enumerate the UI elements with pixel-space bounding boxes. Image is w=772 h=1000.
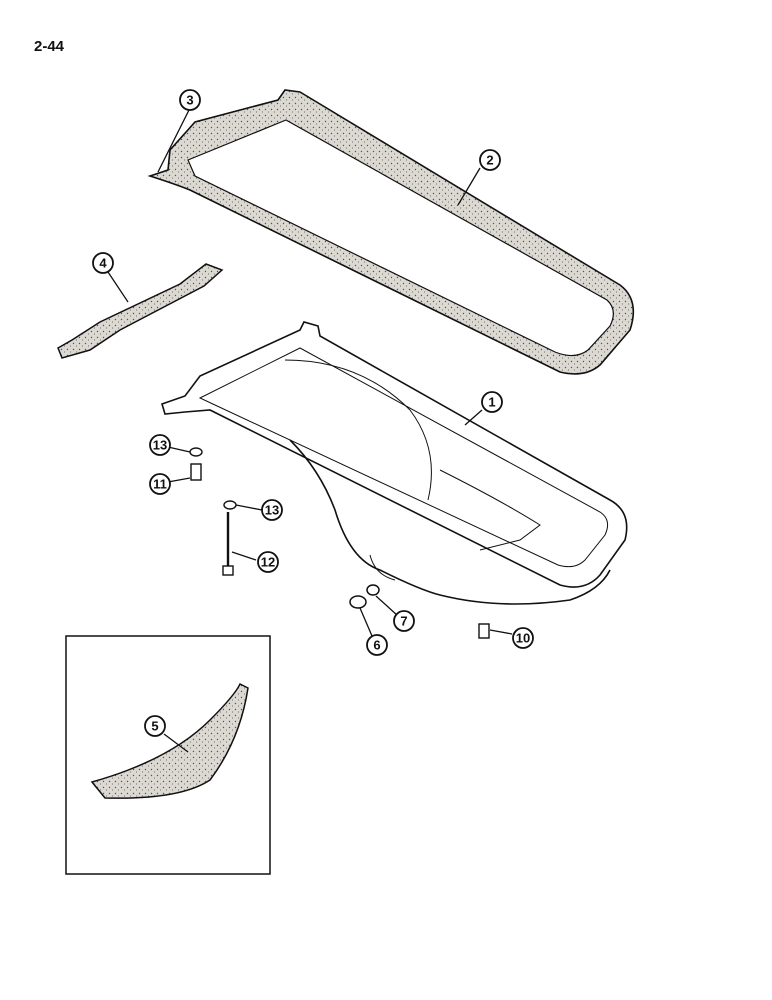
rear-seal [90, 682, 249, 799]
callout-5: 5 [144, 715, 166, 737]
drain-plug-6 [349, 595, 367, 609]
svg-text:4: 4 [99, 256, 107, 271]
svg-text:13: 13 [153, 438, 167, 453]
inset-frame [65, 635, 271, 875]
svg-text:10: 10 [516, 631, 530, 646]
leader-4 [107, 271, 129, 303]
callout-10: 10 [512, 627, 534, 649]
leader-2 [457, 167, 481, 206]
svg-text:1: 1 [488, 395, 495, 410]
page-number: 2-44 [34, 38, 65, 55]
end-seal-strip [57, 263, 224, 359]
oil-pan [161, 321, 628, 605]
leader-13a [167, 446, 191, 453]
svg-text:12: 12 [261, 555, 275, 570]
svg-text:11: 11 [153, 477, 167, 492]
leader-1 [464, 409, 483, 426]
svg-text:2: 2 [486, 153, 493, 168]
leader-7 [375, 595, 399, 617]
callout-11: 11 [149, 473, 171, 495]
callout-6: 6 [366, 634, 388, 656]
callout-13b: 13 [261, 499, 283, 521]
drain-washer-7 [366, 584, 380, 596]
washer-13-upper [189, 447, 203, 457]
leader-5 [163, 733, 189, 753]
callout-12: 12 [257, 551, 279, 573]
bolt-11 [190, 463, 202, 481]
svg-text:7: 7 [400, 614, 407, 629]
svg-text:3: 3 [186, 93, 193, 108]
bolt-10 [478, 623, 490, 639]
callout-1: 1 [481, 391, 503, 413]
callout-13a: 13 [149, 434, 171, 456]
leader-12 [231, 551, 257, 561]
svg-text:13: 13 [265, 503, 279, 518]
callout-4: 4 [92, 252, 114, 274]
long-bolt-12 [222, 512, 234, 576]
callout-2: 2 [479, 149, 501, 171]
svg-text:6: 6 [373, 638, 380, 653]
leader-11 [167, 477, 191, 483]
leader-10 [489, 629, 513, 635]
leader-3 [157, 107, 191, 173]
leader-6 [359, 607, 373, 637]
svg-text:5: 5 [151, 719, 158, 734]
callout-7: 7 [393, 610, 415, 632]
callout-3: 3 [179, 89, 201, 111]
oil-pan-gasket [147, 89, 635, 375]
washer-13-lower [223, 500, 237, 510]
leader-13b [235, 504, 263, 511]
